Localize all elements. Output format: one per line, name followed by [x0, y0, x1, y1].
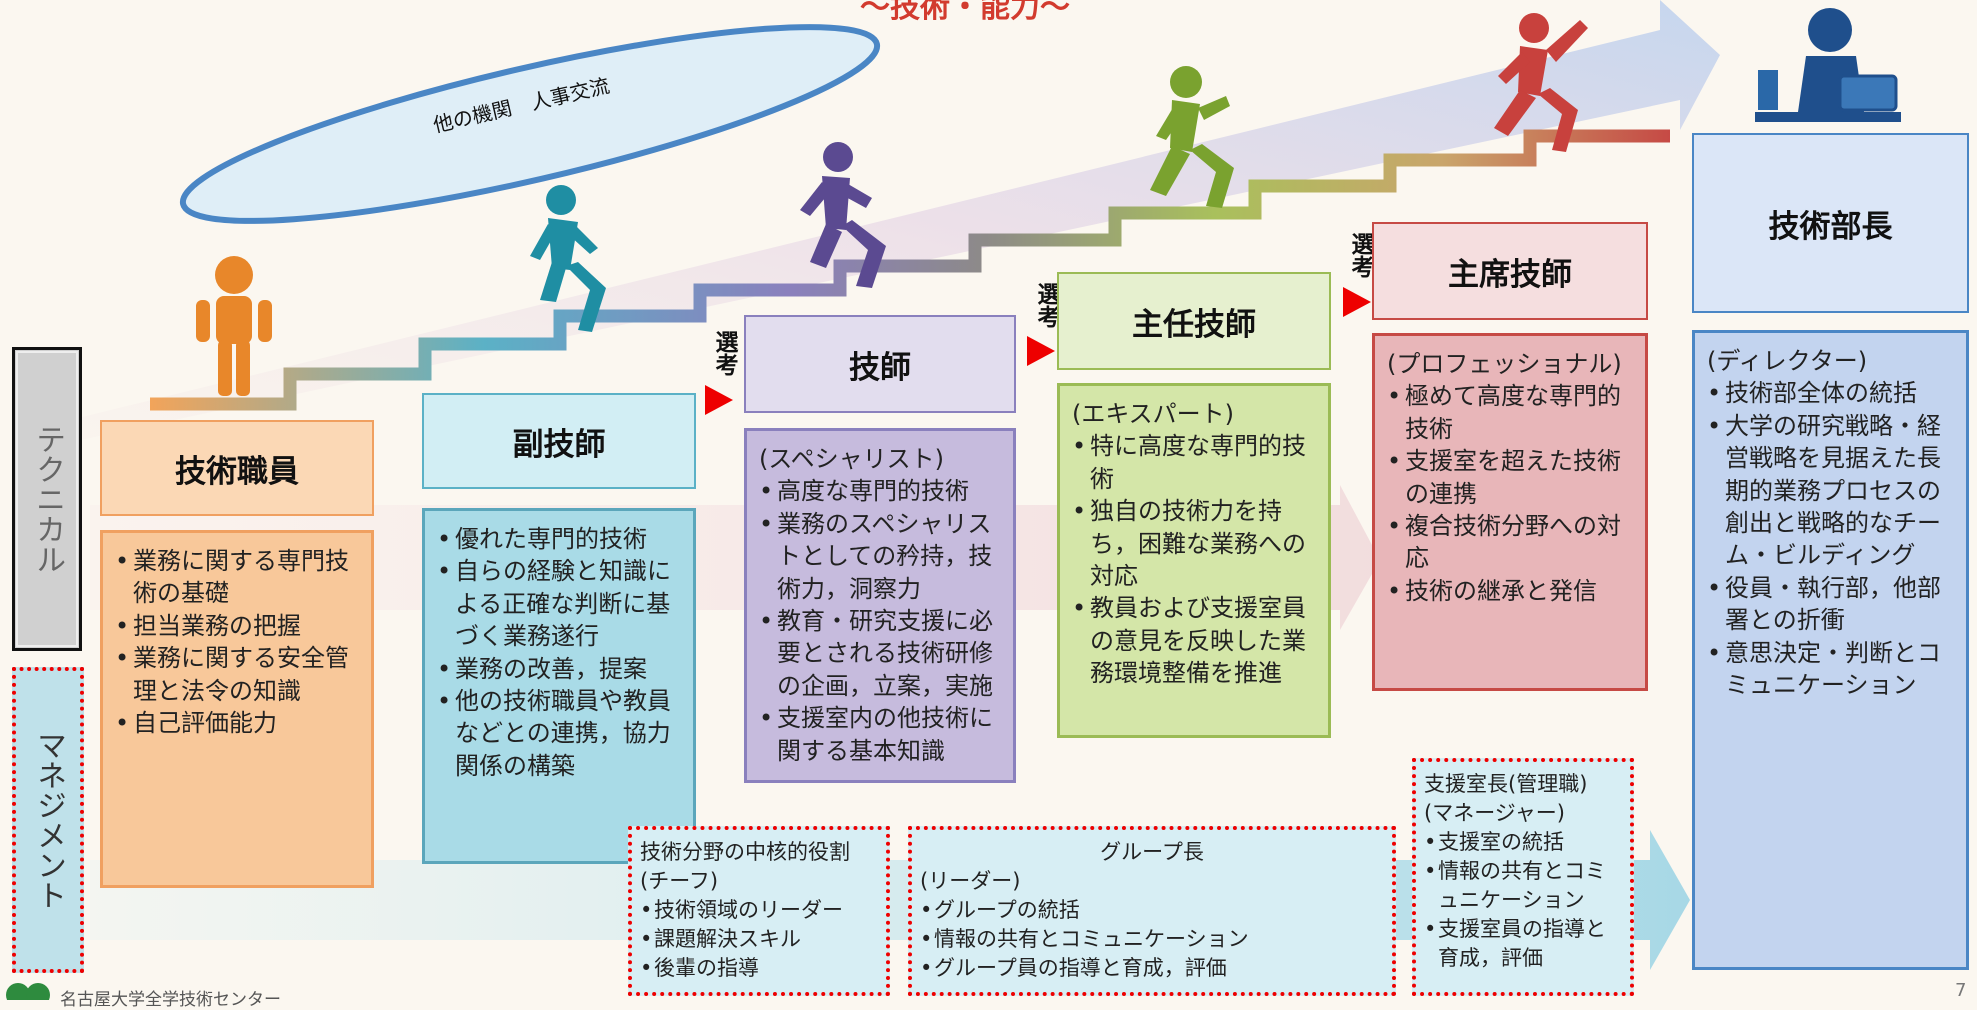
- stage-description: 業務に関する専門技術の基礎 担当業務の把握 業務に関する安全管理と法令の知識 自…: [100, 530, 374, 888]
- stage-description: (ディレクター) 技術部全体の統括 大学の研究戦略・経営戦略を見据えた長期的業務…: [1692, 330, 1969, 970]
- person-running-icon: [800, 142, 886, 288]
- stage-description: (エキスパート) 特に高度な専門的技術 独自の技術力を持ち，困難な業務への対応 …: [1057, 383, 1331, 738]
- list-item: 後輩の指導: [640, 954, 878, 983]
- list-item: 支援室内の他技術に関する基本知識: [759, 702, 1001, 767]
- list-item: 高度な専門的技術: [759, 475, 1001, 508]
- list-item: 教育・研究支援に必要とされる技術研修の企画，立案，実施: [759, 605, 1001, 702]
- stage-subtitle: (プロフェッショナル): [1387, 350, 1622, 378]
- selection-arrow: [1343, 287, 1371, 317]
- person-standing-icon: [196, 256, 272, 396]
- footer-text: 名古屋大学全学技術センター: [60, 990, 281, 1010]
- list-item: 自らの経験と知識による正確な判断に基づく業務遂行: [437, 555, 681, 652]
- stage-subtitle: (エキスパート): [1072, 400, 1235, 428]
- list-item: 情報の共有とコミュニケーション: [920, 925, 1384, 954]
- selection-label: 選考: [1033, 282, 1059, 328]
- management-role-manager: 支援室長(管理職) (マネージャー) 支援室の統括 情報の共有とコミュニケーショ…: [1412, 758, 1634, 996]
- staircase: [150, 129, 1670, 411]
- list-item: 担当業務の把握: [115, 610, 359, 643]
- stage-description: 優れた専門的技術 自らの経験と知識による正確な判断に基づく業務遂行 業務の改善，…: [422, 508, 696, 864]
- list-item: 他の技術職員や教員などとの連携，協力関係の構築: [437, 685, 681, 782]
- list-item: 課題解決スキル: [640, 925, 878, 954]
- stage-description: (スペシャリスト) 高度な専門的技術 業務のスペシャリストとしての矜持，技術力，…: [744, 428, 1016, 783]
- list-item: 特に高度な専門的技術: [1072, 430, 1316, 495]
- list-item: 技術部全体の統括: [1707, 377, 1954, 410]
- list-item: 自己評価能力: [115, 707, 359, 740]
- list-item: 情報の共有とコミュニケーション: [1424, 857, 1622, 915]
- management-role-title: 技術分野の中核的役割: [640, 840, 850, 864]
- management-role-subtitle: (マネージャー): [1424, 800, 1565, 825]
- list-item: 極めて高度な専門的技術: [1387, 380, 1633, 445]
- list-item: 教員および支援室員の意見を反映した業務環境整備を推進: [1072, 592, 1316, 689]
- stage-title: 技術職員: [100, 420, 374, 516]
- person-running-icon: [530, 185, 606, 332]
- stage-subtitle: (スペシャリスト): [759, 445, 945, 473]
- list-item: 独自の技術力を持ち，困難な業務への対応: [1072, 495, 1316, 592]
- list-item: 技術領域のリーダー: [640, 896, 878, 925]
- side-label-technical: テクニカル: [12, 347, 82, 651]
- stage-title: 主席技師: [1372, 222, 1648, 320]
- list-item: グループ員の指導と育成，評価: [920, 954, 1384, 983]
- list-item: 業務に関する安全管理と法令の知識: [115, 642, 359, 707]
- list-item: 大学の研究戦略・経営戦略を見据えた長期的業務プロセスの創出と戦略的なチーム・ビル…: [1707, 410, 1954, 572]
- top-title: ～技術・能力～: [860, 0, 1070, 25]
- director-at-desk-icon: [1755, 8, 1901, 122]
- stage-title: 技術部長: [1692, 133, 1969, 313]
- page-number: 7: [1955, 980, 1967, 1001]
- stage-subtitle: (ディレクター): [1707, 347, 1868, 375]
- list-item: 業務の改善，提案: [437, 653, 681, 686]
- management-role-title: グループ長: [1100, 840, 1204, 864]
- progress-arrow-large: [70, 0, 1720, 440]
- list-item: 支援室員の指導と育成，評価: [1424, 915, 1622, 973]
- stage-title: 副技師: [422, 393, 696, 489]
- person-running-icon: [1150, 66, 1234, 208]
- selection-label: 選考: [1347, 232, 1373, 278]
- list-item: 業務のスペシャリストとしての矜持，技術力，洞察力: [759, 508, 1001, 605]
- selection-arrow: [1027, 336, 1055, 366]
- management-role-chief: 技術分野の中核的役割 (チーフ) 技術領域のリーダー 課題解決スキル 後輩の指導: [628, 826, 890, 996]
- list-item: 業務に関する専門技術の基礎: [115, 545, 359, 610]
- stage-title: 技師: [744, 315, 1016, 413]
- side-label-management: マネジメント: [12, 667, 84, 973]
- list-item: 支援室の統括: [1424, 828, 1622, 857]
- list-item: 役員・執行部，他部署との折衝: [1707, 572, 1954, 637]
- management-role-leader: グループ長 (リーダー) グループの統括 情報の共有とコミュニケーション グルー…: [908, 826, 1396, 996]
- selection-label: 選考: [711, 330, 737, 376]
- list-item: 技術の継承と発信: [1387, 575, 1633, 608]
- list-item: グループの統括: [920, 896, 1384, 925]
- selection-arrow: [705, 385, 733, 415]
- person-climbing-icon: [1494, 13, 1588, 152]
- management-role-subtitle: (リーダー): [920, 868, 1021, 893]
- management-role-subtitle: (チーフ): [640, 868, 719, 893]
- side-label-technical-text: テクニカル: [30, 424, 65, 574]
- university-logo-icon: [6, 983, 50, 1000]
- management-role-title: 支援室長(管理職): [1424, 772, 1588, 796]
- side-label-management-text: マネジメント: [31, 730, 66, 910]
- list-item: 意思決定・判断とコミュニケーション: [1707, 637, 1954, 702]
- list-item: 支援室を超えた技術の連携: [1387, 445, 1633, 510]
- stage-title: 主任技師: [1057, 272, 1331, 370]
- list-item: 優れた専門的技術: [437, 523, 681, 556]
- list-item: 複合技術分野への対応: [1387, 510, 1633, 575]
- stage-description: (プロフェッショナル) 極めて高度な専門的技術 支援室を超えた技術の連携 複合技…: [1372, 333, 1648, 691]
- exchange-ellipse: [179, 24, 881, 224]
